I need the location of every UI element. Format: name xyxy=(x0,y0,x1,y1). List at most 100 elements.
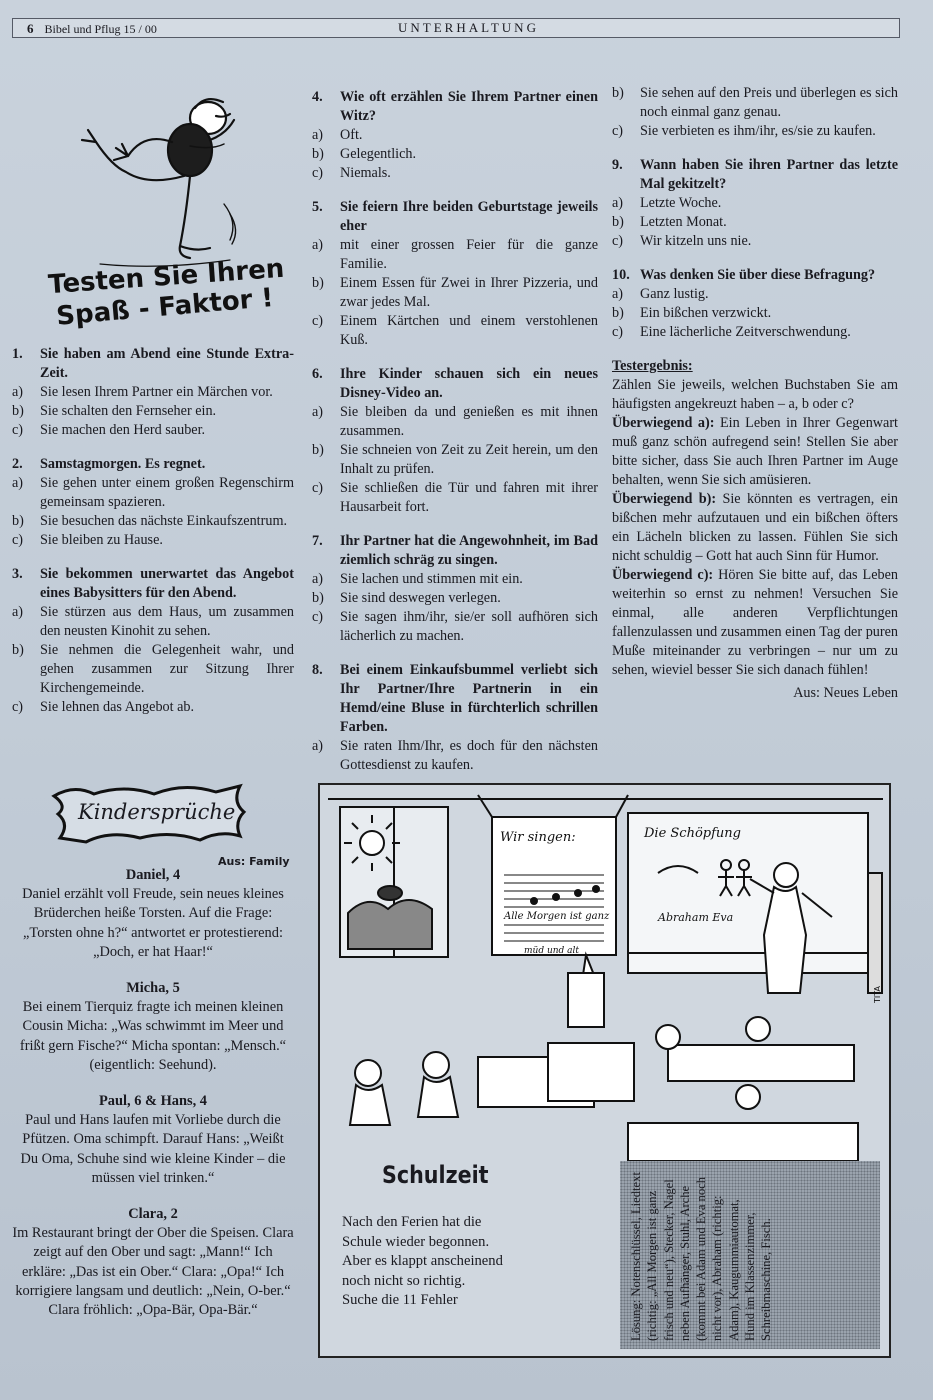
result-heading: Testergebnis: xyxy=(612,358,693,374)
question-number: 4. xyxy=(312,89,323,105)
quiz-question: 8. Bei einem Einkaufsbummel verliebt sich… xyxy=(312,661,598,775)
quiz-column-1: 1. Sie haben am Abend eine Stunde Extra-Z… xyxy=(12,345,294,732)
answer-option[interactable]: c)Sie sagen ihm/ihr, sie/er soll aufhöre… xyxy=(312,609,598,644)
section-title: UNTERHALTUNG xyxy=(398,20,539,35)
answer-option[interactable]: a)Sie gehen unter einem großen Regenschi… xyxy=(12,475,294,510)
answer-option[interactable]: a)mit einer grossen Feier für die ganze … xyxy=(312,237,598,272)
answer-option[interactable]: c)Sie bleiben zu Hause. xyxy=(12,532,163,548)
question-number: 5. xyxy=(312,199,323,215)
question-text: Ihre Kinder schauen sich ein neues Disne… xyxy=(340,366,598,401)
solution-text: Lösung: Notenschlüssel, Liedtext (richti… xyxy=(629,1172,774,1341)
answer-option[interactable]: c)Wir kitzeln uns nie. xyxy=(612,233,752,249)
answer-option[interactable]: b)Einem Essen für Zwei in Ihrer Pizzeria… xyxy=(312,275,598,310)
saying-text: Bei einem Tierquiz fragte ich meinen kle… xyxy=(19,999,287,1073)
jumping-man-illustration xyxy=(80,97,237,267)
answer-option[interactable]: c)Sie schließen die Tür und fahren mit i… xyxy=(312,480,598,515)
cartoon-board-creation: Die Schöpfung xyxy=(643,826,741,841)
question-text: Samstagmorgen. Es regnet. xyxy=(40,456,206,472)
kindersprueche-source: Aus: Family xyxy=(218,855,290,868)
answer-option[interactable]: c)Einem Kärtchen und einem verstohlenen … xyxy=(312,313,598,348)
question-text: Was denken Sie über diese Befragung? xyxy=(640,267,876,283)
saying-text: Im Restaurant bringt der Ober die Speise… xyxy=(12,1225,294,1319)
question-number: 9. xyxy=(612,157,623,173)
schulzeit-puzzle-box: Wir singen: Alle Morgen ist ganz müd und… xyxy=(318,783,891,1358)
result-source: Aus: Neues Leben xyxy=(793,685,898,701)
cartoon-song-line-2: müd und alt xyxy=(524,946,579,956)
child-name: Daniel, 4 xyxy=(125,867,181,883)
question-text: Ihr Partner hat die Angewohnheit, im Bad… xyxy=(340,533,598,568)
kindersprueche-banner xyxy=(51,783,247,844)
page-header: 6 Bibel und Pflug 15 / 00 UNTERHALTUNG xyxy=(12,18,900,38)
quiz-question: 2. Samstagmorgen. Es regnet. a)Sie gehen u… xyxy=(12,455,294,550)
cartoon-song-line-1: Alle Morgen ist ganz xyxy=(503,911,610,922)
result-b: Überwiegend b): Sie könnten es vertragen… xyxy=(612,491,898,564)
quiz-question: 6. Ihre Kinder schauen sich ein neues Dis… xyxy=(312,365,598,517)
kindersprueche-title: Kindersprüche xyxy=(78,800,236,824)
answer-option[interactable]: b)Letzten Monat. xyxy=(612,214,727,230)
question-number: 2. xyxy=(12,456,23,472)
question-number: 10. xyxy=(612,267,630,283)
answer-option[interactable]: a)Sie bleiben da und genießen es mit ihn… xyxy=(312,404,598,439)
question-number: 7. xyxy=(312,533,323,549)
answer-option[interactable]: b)Sie schneien von Zeit zu Zeit herein, … xyxy=(312,442,598,477)
question-text: Sie bekommen unerwartet das Angebot eine… xyxy=(40,566,294,601)
saying-entry: Clara, 2 Im Restaurant bringt der Ober di… xyxy=(12,1205,294,1320)
cartoon-board-we-sing: Wir singen: xyxy=(500,830,576,845)
quiz-question: 3. Sie bekommen unerwartet das Angebot ei… xyxy=(12,565,294,717)
answer-option[interactable]: b)Sie schalten den Fernseher ein. xyxy=(12,403,217,419)
answer-option[interactable]: c)Niemals. xyxy=(312,165,391,181)
answer-option[interactable]: c)Sie lehnen das Angebot ab. xyxy=(12,699,195,715)
answer-option[interactable]: a)Sie raten Ihm/Ihr, es doch für den näc… xyxy=(312,738,598,773)
answer-option[interactable]: b)Gelegentlich. xyxy=(312,146,417,162)
answer-option[interactable]: a)Ganz lustig. xyxy=(612,286,709,302)
saying-entry: Micha, 5 Bei einem Tierquiz fragte ich me… xyxy=(12,979,294,1075)
child-name: Paul, 6 & Hans, 4 xyxy=(99,1093,207,1110)
question-number: 1. xyxy=(12,346,23,362)
solution-panel: Lösung: Notenschlüssel, Liedtext (richti… xyxy=(620,1161,880,1349)
answer-option[interactable]: c)Sie machen den Herd sauber. xyxy=(12,422,206,438)
answer-option[interactable]: a)Oft. xyxy=(312,127,363,143)
kindersprueche-list: Daniel, 4 Daniel erzählt voll Freude, sei… xyxy=(12,866,294,1337)
answer-option[interactable]: b)Ein bißchen verzwickt. xyxy=(612,305,772,321)
question-number: 8. xyxy=(312,662,323,678)
quiz-column-3: b)Sie sehen auf den Preis und überlegen … xyxy=(612,84,898,703)
quiz-column-2: 4. Wie oft erzählen Sie Ihrem Partner ein… xyxy=(312,88,598,790)
result-intro: Zählen Sie jeweils, welchen Buchstaben S… xyxy=(612,377,898,412)
publication-name: Bibel und Pflug 15 / 00 xyxy=(44,22,157,36)
question-text: Sie haben am Abend eine Stunde Extra-Zei… xyxy=(40,346,294,381)
child-name: Micha, 5 xyxy=(126,980,180,997)
question-text: Wann haben Sie ihren Partner das letzte … xyxy=(640,157,898,192)
question-number: 6. xyxy=(312,366,323,382)
quiz-question: b)Sie sehen auf den Preis und überlegen … xyxy=(612,84,898,141)
answer-option[interactable]: c)Eine lächerliche Zeitverschwendung. xyxy=(612,324,851,340)
quiz-question: 9. Wann haben Sie ihren Partner das letzt… xyxy=(612,156,898,251)
result-c: Überwiegend c): Hören Sie bitte auf, das… xyxy=(612,567,898,678)
answer-option[interactable]: a)Sie lachen und stimmen mit ein. xyxy=(312,571,523,587)
answer-option[interactable]: c)Sie verbieten es ihm/ihr, es/sie zu ka… xyxy=(612,123,876,139)
answer-option[interactable]: a)Sie stürzen aus dem Haus, um zusammen … xyxy=(12,604,294,639)
quiz-question: 4. Wie oft erzählen Sie Ihrem Partner ein… xyxy=(312,88,598,183)
question-text: Wie oft erzählen Sie Ihrem Partner einen… xyxy=(340,89,598,124)
answer-option[interactable]: a)Letzte Woche. xyxy=(612,195,722,211)
answer-option[interactable]: b)Sie sehen auf den Preis und überlegen … xyxy=(612,85,898,120)
answer-option[interactable]: b)Sie nehmen die Gelegenheit wahr, und g… xyxy=(12,642,294,696)
saying-entry: Daniel, 4 Daniel erzählt voll Freude, sei… xyxy=(12,866,294,962)
saying-entry: Paul, 6 & Hans, 4 Paul und Hans laufen mi… xyxy=(12,1092,294,1188)
page-number: 6 xyxy=(27,21,34,36)
answer-option[interactable]: a)Sie lesen Ihrem Partner ein Märchen vo… xyxy=(12,384,273,400)
quiz-question: 5.Sie feiern Ihre beiden Geburtstage jew… xyxy=(312,198,598,350)
quiz-question: 7. Ihr Partner hat die Angewohnheit, im B… xyxy=(312,532,598,646)
answer-option[interactable]: b)Sie besuchen das nächste Einkaufszentr… xyxy=(12,513,288,529)
saying-text: Daniel erzählt voll Freude, sein neues k… xyxy=(22,886,284,960)
child-name: Clara, 2 xyxy=(128,1206,178,1223)
saying-text: Paul und Hans laufen mit Vorliebe durch … xyxy=(20,1112,286,1186)
question-8-continued: b)Sie sehen auf den Preis und überlegen … xyxy=(612,84,898,141)
question-number: 3. xyxy=(12,566,23,582)
question-text: Bei einem Einkaufsbummel verliebt sich I… xyxy=(340,662,598,735)
cartoon-board-names: Abraham Eva xyxy=(657,911,733,924)
result-a: Überwiegend a): Ein Leben in Ihrer Gegen… xyxy=(612,415,898,488)
quiz-question: 10. Was denken Sie über diese Befragung? a… xyxy=(612,266,898,342)
schulzeit-title: Schulzeit xyxy=(382,1161,489,1189)
cartoon-signature: TITA xyxy=(873,985,882,1004)
answer-option[interactable]: b)Sie sind deswegen verlegen. xyxy=(312,590,501,606)
